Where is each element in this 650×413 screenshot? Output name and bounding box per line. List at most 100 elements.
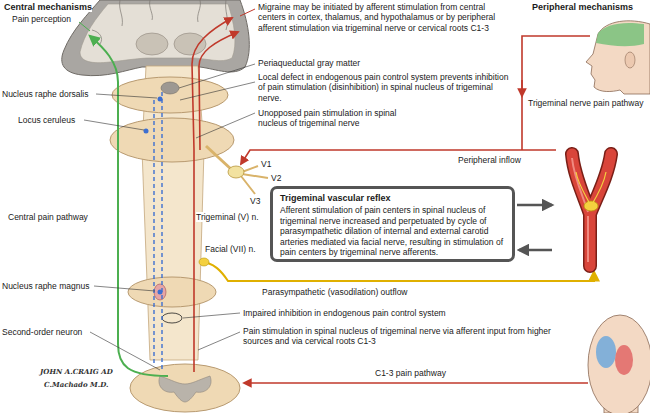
leader-lines	[183, 313, 240, 318]
pain-control-system	[153, 100, 154, 366]
leader-lines	[94, 286, 155, 291]
pathway-label: Parasympathetic (vasodilation) outflow	[262, 287, 408, 297]
carotid-arteries	[576, 172, 606, 206]
reflex-cycle-arrows	[519, 249, 552, 252]
brainstem	[161, 82, 179, 94]
pain-control-system	[158, 97, 163, 102]
annotation-anchor: Unopposed pain stimulation in spinal nuc…	[258, 108, 423, 129]
nerve-branch-label-anchor: V3	[250, 196, 260, 206]
structure-label: Locus ceruleus	[18, 115, 75, 125]
reflex-cycle-arrows	[517, 205, 552, 250]
pathway-label: Trigeminal nerve pain pathway	[528, 98, 643, 108]
trigeminal-pain-pathway	[192, 18, 232, 372]
structure-label-anchor: Nucleus raphe magnus	[2, 281, 89, 291]
section-heading: Central mechanisms	[4, 2, 92, 12]
parasympathetic-outflow	[200, 262, 594, 281]
head-back	[615, 345, 633, 375]
nerve-label: Facial (VII) n.	[205, 244, 256, 254]
central-pain-pathway	[79, 22, 90, 31]
annotation: Unopposed pain stimulation in spinal nuc…	[258, 108, 396, 128]
pathway-label: Peripheral inflow	[458, 155, 521, 165]
nerve-branch-label-anchor: V1	[261, 159, 271, 169]
pain-control-system	[161, 92, 162, 372]
nerve-branch-label: V3	[250, 196, 260, 206]
artist-signature-anchor: JOHN A.CRAIG AD	[40, 368, 113, 377]
structure-label-anchor: Nucleus raphe dorsalis	[2, 89, 88, 99]
section-heading: Peripheral mechanisms	[532, 2, 633, 12]
head-profile	[586, 21, 650, 94]
nerve-branch-label: V2	[271, 173, 281, 183]
brainstem	[154, 284, 166, 300]
box-heading: Trigeminal vascular reflex	[280, 193, 505, 204]
peripheral-inflow	[522, 36, 590, 150]
c1-3-pathway	[244, 383, 588, 384]
structure-label: Second-order neuron	[2, 327, 82, 337]
annotation-anchor: Impaired inhibition in endogenous pain c…	[243, 308, 446, 318]
trigeminal-nerve	[206, 146, 232, 170]
brainstem	[128, 277, 216, 307]
annotation: Impaired inhibition in endogenous pain c…	[243, 308, 446, 318]
pathway-label: Central pain pathway	[8, 212, 88, 222]
structure-label: Pain perception	[12, 14, 71, 24]
carotid-arteries	[572, 154, 611, 266]
annotation-anchor: Pain stimulation in spinal nucleus of tr…	[243, 326, 583, 347]
leader-lines	[84, 120, 144, 130]
pain-control-system	[144, 129, 149, 134]
trigeminal-pain-pathway	[240, 9, 255, 16]
pathway-label-anchor: Trigeminal nerve pain pathway	[528, 98, 646, 108]
section-heading-anchor: Peripheral mechanisms	[532, 2, 633, 13]
pathway-label-anchor: Parasympathetic (vasodilation) outflow	[262, 287, 408, 297]
head-back	[588, 315, 650, 413]
structure-label: Periaqueductal gray matter	[258, 58, 360, 68]
pathway-label-anchor: C1-3 pain pathway	[375, 368, 446, 378]
nerve-label-anchor: Trigeminal (V) n.	[196, 212, 259, 222]
artist-signature: JOHN A.CRAIG AD	[40, 367, 113, 376]
brain-section	[136, 33, 168, 55]
section-heading-anchor: Central mechanisms	[4, 2, 92, 13]
peripheral-inflow	[241, 150, 556, 164]
structure-label-anchor: Second-order neuron	[2, 327, 82, 337]
brainstem	[112, 77, 228, 113]
annotation-anchor: Local defect in endogenous pain control …	[258, 72, 510, 103]
annotation: Pain stimulation in spinal nucleus of tr…	[243, 326, 551, 346]
artist-signature-anchor: C.Machado M.D.	[44, 381, 109, 390]
head-back	[588, 315, 650, 413]
head-profile	[596, 23, 644, 46]
leader-lines	[198, 332, 240, 350]
annotation: Local defect in endogenous pain control …	[258, 72, 508, 103]
structure-label-anchor: Locus ceruleus	[18, 115, 75, 125]
brain-section	[92, 0, 227, 44]
head-back	[596, 336, 616, 368]
c1-3-pathway	[244, 382, 588, 384]
peripheral-inflow	[521, 80, 523, 96]
nerve-branch-label: V1	[261, 159, 271, 169]
pathway-label-anchor: Central pain pathway	[8, 212, 88, 222]
nerve-label-anchor: Facial (VII) n.	[205, 244, 256, 254]
trigeminal-nerve	[228, 166, 244, 178]
trigeminal-nerve	[206, 146, 268, 194]
structure-label-anchor: Pain perception	[12, 14, 71, 24]
carotid-arteries	[572, 154, 611, 266]
leader-lines	[90, 332, 160, 370]
pain-control-system	[158, 290, 163, 295]
nerve-branch-label-anchor: V2	[271, 173, 281, 183]
spinal-cord	[130, 364, 240, 412]
spinal-cord	[159, 376, 211, 402]
leader-lines	[180, 82, 255, 100]
brainstem	[162, 313, 182, 323]
brain-section	[174, 33, 206, 55]
pathway-label: C1-3 pain pathway	[375, 368, 446, 378]
parasympathetic-outflow	[199, 258, 209, 266]
pathway-label-anchor: Peripheral inflow	[458, 155, 521, 165]
reflex-box: Trigeminal vascular reflexAfferent stimu…	[270, 186, 515, 262]
leader-lines	[96, 94, 157, 98]
carotid-arteries	[572, 158, 588, 262]
carotid-arteries	[572, 154, 611, 266]
annotation: Migraine may be initiated by afferent st…	[258, 2, 495, 33]
leader-lines	[196, 113, 255, 138]
leader-lines	[179, 64, 255, 88]
structure-label: Nucleus raphe magnus	[2, 281, 89, 291]
reflex-cycle-arrows	[517, 204, 552, 207]
